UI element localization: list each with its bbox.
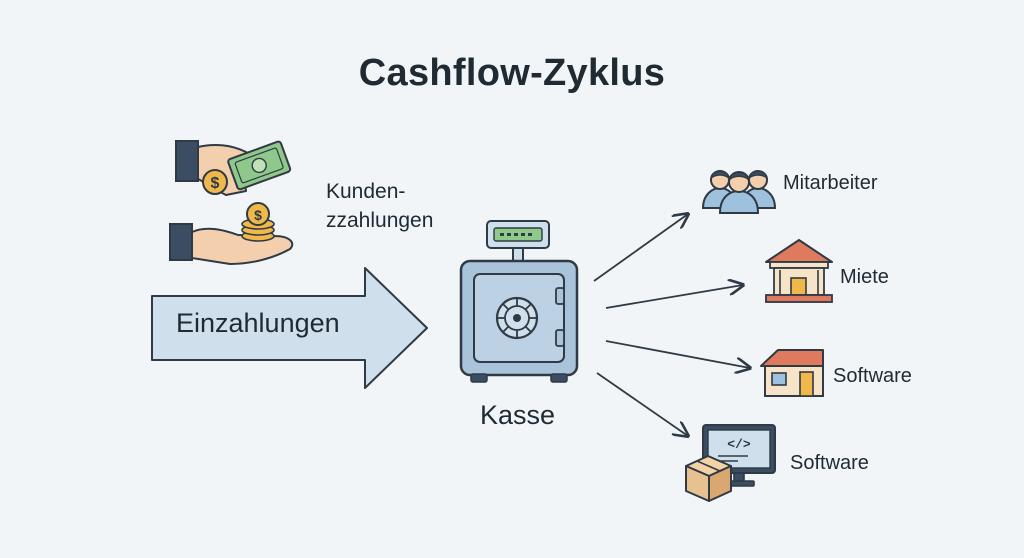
package-icon: [685, 455, 732, 502]
safe-label: Kasse: [480, 400, 556, 430]
hand-coins-icon: $: [169, 202, 294, 265]
outflow-arrow-software-2: [596, 372, 688, 436]
outflow-label-miete: Miete: [840, 266, 889, 288]
outflow-arrow-miete: [605, 285, 743, 309]
page-title: Cashflow-Zyklus: [358, 52, 666, 94]
customer-payments-line1: Kunden-: [326, 180, 406, 203]
inflow-arrow-label: Einzahlungen: [176, 308, 340, 338]
outflow-label-software-1: Software: [833, 365, 912, 387]
inflow-arrow: [151, 267, 428, 389]
outflow-label-software-2: Software: [790, 452, 869, 474]
customer-payments-label: Kunden- zzahlungen: [326, 177, 433, 235]
svg-text:$: $: [211, 175, 220, 192]
safe-icon: [459, 220, 579, 383]
people-icon: [701, 170, 777, 214]
svg-text:</>: </>: [727, 437, 751, 452]
hand-cash-icon: $: [175, 140, 292, 196]
outflow-arrow-mitarbeiter: [593, 214, 688, 282]
building-icon: [765, 239, 833, 303]
house-icon: [760, 349, 824, 397]
outflow-arrow-software-1: [605, 340, 750, 368]
svg-text:$: $: [254, 207, 262, 223]
outflow-label-mitarbeiter: Mitarbeiter: [783, 172, 878, 194]
customer-payments-line2: zzahlungen: [326, 209, 434, 232]
